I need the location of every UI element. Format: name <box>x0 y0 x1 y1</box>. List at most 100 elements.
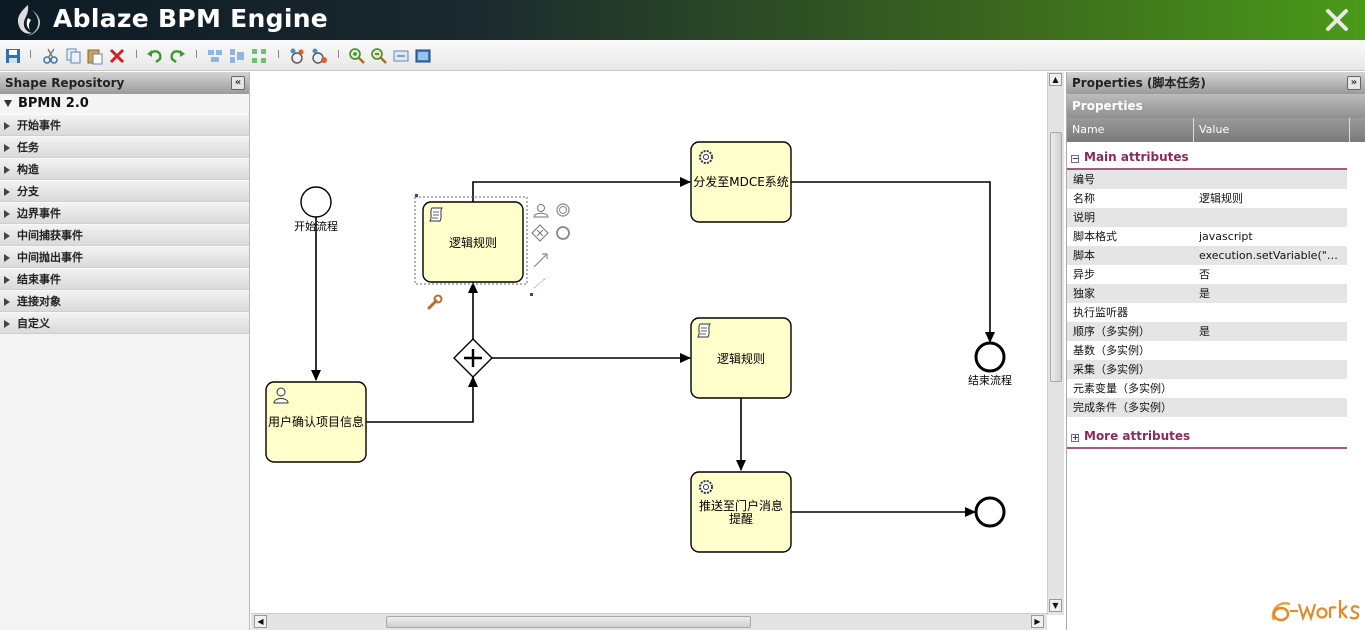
property-value[interactable]: 是 <box>1199 325 1210 338</box>
property-row[interactable]: 独家 是 <box>1067 284 1347 303</box>
column-header-name[interactable]: Name <box>1072 123 1105 136</box>
repository-category[interactable]: 任务 <box>0 136 249 158</box>
end-event-2[interactable] <box>974 496 1006 528</box>
cut-icon[interactable] <box>42 47 60 65</box>
flow-dispatch-to-end[interactable] <box>791 181 995 343</box>
property-value[interactable]: execution.setVariable("WS... <box>1199 249 1347 262</box>
save-icon[interactable] <box>4 47 22 65</box>
property-value[interactable]: 逻辑规则 <box>1199 192 1243 205</box>
repository-category[interactable]: 开始事件 <box>0 114 249 136</box>
property-name: 独家 <box>1073 287 1095 300</box>
collapsed-triangle-icon <box>4 144 10 152</box>
shape-menu-connector-icon[interactable] <box>533 254 547 268</box>
end-event[interactable] <box>974 341 1006 373</box>
collapsed-triangle-icon <box>4 298 10 306</box>
shape-menu-user-task-icon[interactable] <box>533 204 549 218</box>
shape-menu-intermediate-event-icon[interactable] <box>556 203 570 217</box>
column-divider[interactable] <box>1193 118 1194 142</box>
redo-icon[interactable] <box>168 47 186 65</box>
vertical-scroll-thumb[interactable] <box>1050 132 1062 382</box>
collapse-minus-icon[interactable]: − <box>1071 154 1079 163</box>
start-event[interactable] <box>300 186 332 218</box>
expand-plus-icon[interactable]: + <box>1071 433 1079 442</box>
bpmn-root-node[interactable]: BPMN 2.0 <box>0 94 249 114</box>
repository-category[interactable]: 连接对象 <box>0 290 249 312</box>
property-row[interactable]: 完成条件（多实例） <box>1067 398 1347 417</box>
property-row[interactable]: 名称 逻辑规则 <box>1067 189 1347 208</box>
align-horizontal-icon[interactable] <box>228 47 246 65</box>
scroll-left-arrow-icon[interactable]: ◀ <box>254 615 267 628</box>
service-task-push[interactable]: 推送至门户消息 提醒 <box>690 471 792 553</box>
delete-icon[interactable] <box>108 47 126 65</box>
toolbar-separator <box>338 50 339 58</box>
scroll-right-arrow-icon[interactable]: ▶ <box>1031 615 1044 628</box>
column-header-value[interactable]: Value <box>1199 123 1230 136</box>
shape-menu <box>415 194 570 310</box>
property-row[interactable]: 说明 <box>1067 208 1347 227</box>
repository-category[interactable]: 结束事件 <box>0 268 249 290</box>
property-row[interactable]: 采集（多实例） <box>1067 360 1347 379</box>
ungroup-icon[interactable] <box>310 47 328 65</box>
title-bar: Ablaze BPM Engine <box>0 0 1365 40</box>
shape-menu-association-icon[interactable] <box>533 277 547 289</box>
collapsed-triangle-icon <box>4 276 10 284</box>
scroll-down-arrow-icon[interactable]: ▼ <box>1049 599 1062 612</box>
property-row[interactable]: 执行监听器 <box>1067 303 1347 322</box>
end-event-label: 结束流程 <box>968 373 1012 387</box>
property-value[interactable]: 否 <box>1199 268 1210 281</box>
zoom-original-icon[interactable] <box>392 47 410 65</box>
property-row[interactable]: 异步否 <box>1067 265 1347 284</box>
flow-rule-top-to-dispatch[interactable] <box>472 177 691 202</box>
horizontal-scroll-thumb[interactable] <box>386 616 751 628</box>
zoom-in-icon[interactable] <box>348 47 366 65</box>
property-row[interactable]: 编号 <box>1067 170 1347 189</box>
collapse-right-button[interactable]: » <box>1347 76 1361 90</box>
undo-icon[interactable] <box>146 47 164 65</box>
repository-category[interactable]: 边界事件 <box>0 202 249 224</box>
script-task-rule-top[interactable]: 逻辑规则 <box>414 196 528 285</box>
repository-category[interactable]: 构造 <box>0 158 249 180</box>
main-attributes-section[interactable]: −Main attributes <box>1067 142 1347 170</box>
scroll-up-arrow-icon[interactable]: ▲ <box>1049 73 1062 86</box>
script-task-rule-mid[interactable]: 逻辑规则 <box>690 317 792 399</box>
collapse-left-button[interactable]: « <box>231 76 245 90</box>
service-task-dispatch[interactable]: 分发至MDCE系统 <box>690 141 792 223</box>
property-row[interactable]: 元素变量（多实例） <box>1067 379 1347 398</box>
align-size-icon[interactable] <box>250 47 268 65</box>
close-icon[interactable] <box>1323 6 1351 34</box>
service-task-push-label-line2: 提醒 <box>729 511 753 526</box>
align-vertical-icon[interactable] <box>206 47 224 65</box>
property-value[interactable]: 是 <box>1199 287 1210 300</box>
diagram-svg[interactable]: 开始流程 用户确认项目信息 逻辑规则 <box>251 72 1047 613</box>
repository-category[interactable]: 中间捕获事件 <box>0 224 249 246</box>
copy-icon[interactable] <box>64 47 82 65</box>
repository-category[interactable]: 中间抛出事件 <box>0 246 249 268</box>
property-name: 名称 <box>1073 192 1095 205</box>
collapsed-triangle-icon <box>4 210 10 218</box>
parallel-gateway[interactable] <box>453 338 493 378</box>
group-icon[interactable] <box>288 47 306 65</box>
script-icon <box>429 207 443 222</box>
repository-category[interactable]: 自定义 <box>0 312 249 334</box>
shape-menu-end-event-icon[interactable] <box>556 226 570 240</box>
property-row[interactable]: 顺序（多实例）是 <box>1067 322 1347 341</box>
user-task-confirm-label: 用户确认项目信息 <box>268 414 364 429</box>
fit-screen-icon[interactable] <box>414 47 432 65</box>
expanded-triangle-icon <box>4 100 12 107</box>
property-row[interactable]: 基数（多实例） <box>1067 341 1347 360</box>
zoom-out-icon[interactable] <box>370 47 388 65</box>
diagram-canvas[interactable]: 开始流程 用户确认项目信息 逻辑规则 <box>251 72 1066 630</box>
shape-repository-panel: Shape Repository « BPMN 2.0 开始事件 任务 构造 分… <box>0 72 250 630</box>
property-value[interactable]: javascript <box>1199 230 1253 243</box>
flow-confirm-to-gateway[interactable] <box>366 376 478 423</box>
horizontal-scrollbar[interactable]: ◀ ▶ <box>251 613 1047 630</box>
morph-wrench-icon[interactable] <box>427 294 443 310</box>
paste-icon[interactable] <box>86 47 104 65</box>
shape-repository-title: Shape Repository <box>5 76 125 90</box>
repository-category[interactable]: 分支 <box>0 180 249 202</box>
more-attributes-section[interactable]: +More attributes <box>1067 421 1347 449</box>
user-task-confirm[interactable]: 用户确认项目信息 <box>265 381 367 463</box>
vertical-scrollbar[interactable]: ▲ ▼ <box>1047 72 1064 615</box>
